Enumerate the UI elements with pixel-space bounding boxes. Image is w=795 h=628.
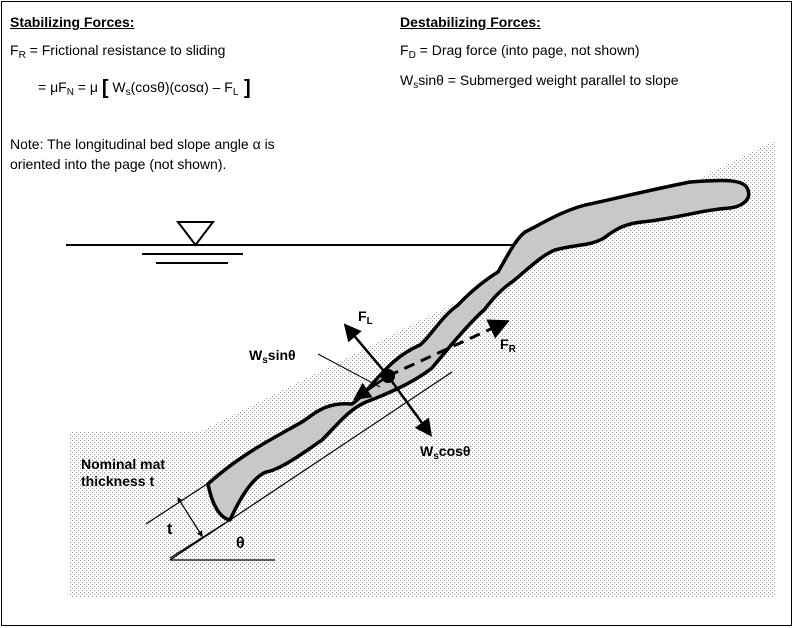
eq-open-bracket: [ bbox=[101, 77, 109, 99]
fl-main: F bbox=[358, 308, 367, 324]
thickness-t-label: t bbox=[167, 521, 173, 538]
frictional-resistance-label: FR bbox=[500, 336, 516, 355]
ws-symbol: W bbox=[400, 72, 414, 88]
note-line-2: oriented into the page (not shown). bbox=[10, 156, 227, 172]
mat-ribbon bbox=[206, 178, 751, 522]
eq-prefix: = μF bbox=[38, 79, 67, 95]
fr-definition: FR = Frictional resistance to sliding bbox=[10, 42, 226, 61]
friction-equation: = μFN = μ [ Ws(cosθ)(cosα) – FL ] bbox=[38, 78, 251, 98]
eq-ws: W bbox=[108, 79, 126, 95]
ws-subscript: s bbox=[413, 80, 419, 91]
eq-body: (cosθ)(cosα) – F bbox=[130, 79, 233, 95]
parallel-weight-arrow bbox=[353, 374, 389, 400]
mat-thickness-label-line-2: thickness t bbox=[81, 473, 155, 489]
wscos-main: W bbox=[420, 443, 434, 459]
fd-definition-text: = Drag force (into page, not shown) bbox=[415, 42, 640, 58]
fl-sub: L bbox=[366, 316, 373, 327]
wscos-sub: s bbox=[433, 451, 439, 462]
fd-subscript: D bbox=[408, 50, 416, 61]
wssin-leader-line bbox=[317, 353, 381, 388]
eq-sub-n: N bbox=[66, 87, 74, 98]
lift-force-arrow bbox=[343, 323, 389, 377]
fd-definition: FD = Drag force (into page, not shown) bbox=[400, 42, 640, 61]
wssin-rest: sinθ bbox=[267, 347, 296, 363]
mat-thickness-label-line-1: Nominal mat bbox=[81, 456, 166, 472]
water-surface bbox=[66, 221, 520, 264]
destabilizing-heading: Destabilizing Forces: bbox=[400, 14, 541, 30]
eq-fl-sub: L bbox=[232, 87, 239, 98]
wssin-main: W bbox=[249, 347, 263, 363]
fr-subscript: R bbox=[18, 50, 26, 61]
wscos-rest: cosθ bbox=[438, 443, 471, 459]
theta-label: θ bbox=[236, 535, 245, 552]
eq-close-bracket: ] bbox=[238, 77, 251, 99]
fr-sub: R bbox=[508, 344, 516, 355]
fd-symbol: F bbox=[400, 42, 409, 58]
frictional-resistance-arrow bbox=[387, 319, 510, 378]
lift-force-label: FL bbox=[358, 308, 373, 327]
thickness-dimension bbox=[145, 483, 231, 559]
ws-definition: Wssinθ = Submerged weight parallel to sl… bbox=[400, 72, 679, 91]
note-line-1: Note: The longitudinal bed slope angle α… bbox=[10, 136, 275, 152]
fr-main: F bbox=[500, 336, 509, 352]
ws-definition-text: sinθ = Submerged weight parallel to slop… bbox=[418, 72, 679, 88]
stabilizing-heading: Stabilizing Forces: bbox=[10, 14, 135, 30]
eq-ws-sub: s bbox=[125, 87, 131, 98]
normal-weight-arrow bbox=[386, 375, 433, 437]
wssin-label: Wssinθ bbox=[249, 347, 296, 366]
fr-symbol: F bbox=[10, 42, 19, 58]
fr-definition-text: = Frictional resistance to sliding bbox=[25, 42, 226, 58]
eq-mu: = μ bbox=[73, 79, 102, 95]
wscos-label: Wscosθ bbox=[420, 443, 471, 462]
wssin-sub: s bbox=[262, 355, 268, 366]
